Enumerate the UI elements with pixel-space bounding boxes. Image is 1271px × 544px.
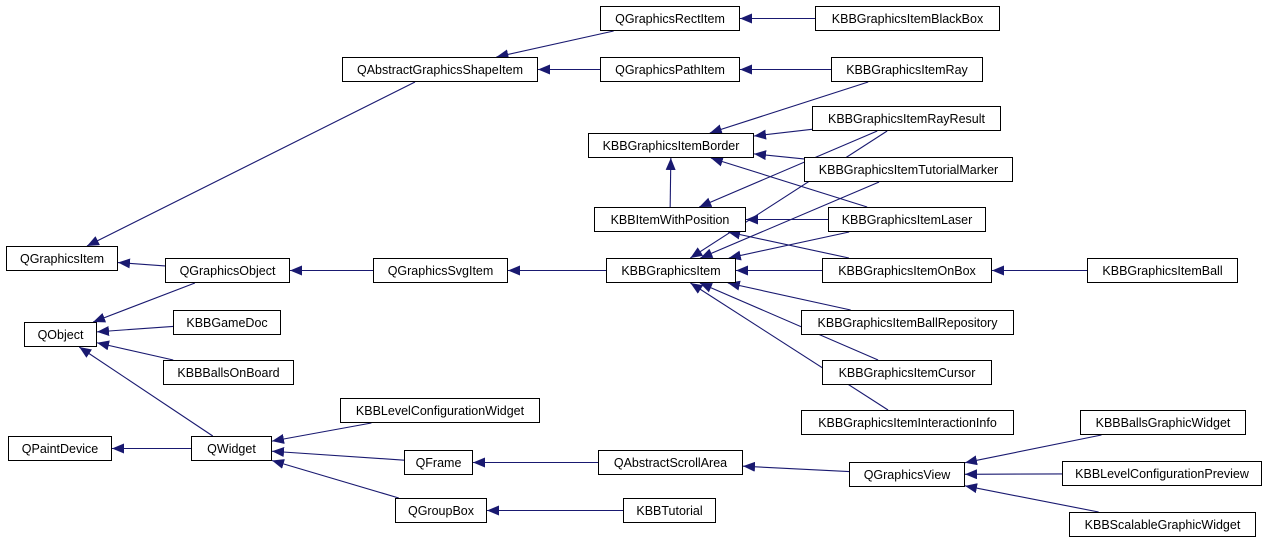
inheritance-edge-q-graphics-rect-item-to-q-abstract-graphics-shape-item bbox=[496, 30, 614, 60]
class-node-kbb-graphics-item[interactable]: KBBGraphicsItem bbox=[606, 258, 736, 283]
class-node-q-widget[interactable]: QWidget bbox=[191, 436, 272, 461]
class-node-kbb-game-doc[interactable]: KBBGameDoc bbox=[173, 310, 281, 335]
inheritance-edge-kbb-scalable-graphic-widget-to-q-graphics-view bbox=[964, 483, 1099, 513]
inheritance-edge-q-frame-to-q-widget bbox=[271, 447, 405, 461]
class-node-kbb-level-configuration-widget[interactable]: KBBLevelConfigurationWidget bbox=[340, 398, 540, 423]
class-node-q-graphics-svg-item[interactable]: QGraphicsSvgItem bbox=[373, 258, 508, 283]
inheritance-edge-q-abstract-graphics-shape-item-to-q-graphics-item bbox=[86, 81, 416, 247]
class-node-q-graphics-rect-item[interactable]: QGraphicsRectItem bbox=[600, 6, 740, 31]
class-node-q-paint-device[interactable]: QPaintDevice bbox=[8, 436, 112, 461]
class-node-kbb-tutorial[interactable]: KBBTutorial bbox=[623, 498, 716, 523]
inheritance-edge-kbb-graphics-item-ray-result-to-kbb-graphics-item-border bbox=[753, 128, 813, 140]
inheritance-edge-kbb-graphics-item-interaction-info-to-kbb-graphics-item bbox=[690, 282, 889, 411]
class-node-q-abstract-graphics-shape-item[interactable]: QAbstractGraphicsShapeItem bbox=[342, 57, 538, 82]
class-node-kbb-graphics-item-border[interactable]: KBBGraphicsItemBorder bbox=[588, 133, 754, 158]
class-node-q-graphics-view[interactable]: QGraphicsView bbox=[849, 462, 965, 487]
inheritance-edge-kbb-graphics-item-ray-result-to-kbb-graphics-item bbox=[690, 130, 888, 259]
class-node-q-abstract-scroll-area[interactable]: QAbstractScrollArea bbox=[598, 450, 743, 475]
inheritance-edge-q-group-box-to-q-widget bbox=[271, 459, 399, 499]
inheritance-edge-kbb-level-configuration-widget-to-q-widget bbox=[271, 422, 372, 444]
inheritance-edge-kbb-graphics-item-ray-result-to-kbb-item-with-position bbox=[699, 130, 878, 208]
inheritance-edge-kbb-item-with-position-to-kbb-graphics-item-border bbox=[665, 157, 676, 208]
inheritance-edge-kbb-graphics-item-tutorial-marker-to-kbb-graphics-item-border bbox=[753, 150, 805, 161]
inheritance-edge-kbb-balls-on-board-to-q-object bbox=[96, 340, 174, 361]
class-node-q-graphics-item[interactable]: QGraphicsItem bbox=[6, 246, 118, 271]
class-node-kbb-graphics-item-interaction-info[interactable]: KBBGraphicsItemInteractionInfo bbox=[801, 410, 1014, 435]
inheritance-edge-kbb-game-doc-to-q-object bbox=[96, 325, 174, 336]
class-node-kbb-graphics-item-ball-repository[interactable]: KBBGraphicsItemBallRepository bbox=[801, 310, 1014, 335]
class-node-kbb-balls-graphic-widget[interactable]: KBBBallsGraphicWidget bbox=[1080, 410, 1246, 435]
inheritance-edge-q-graphics-view-to-q-abstract-scroll-area bbox=[742, 461, 850, 473]
inheritance-edge-q-graphics-object-to-q-graphics-item bbox=[117, 258, 166, 269]
class-node-q-group-box[interactable]: QGroupBox bbox=[395, 498, 487, 523]
inheritance-edge-kbb-graphics-item-ball-repository-to-kbb-graphics-item bbox=[727, 280, 851, 311]
inheritance-edge-kbb-graphics-item-cursor-to-kbb-graphics-item bbox=[699, 282, 879, 361]
class-node-kbb-graphics-item-ball[interactable]: KBBGraphicsItemBall bbox=[1087, 258, 1238, 283]
class-node-kbb-graphics-item-on-box[interactable]: KBBGraphicsItemOnBox bbox=[822, 258, 992, 283]
class-node-kbb-level-configuration-preview[interactable]: KBBLevelConfigurationPreview bbox=[1062, 461, 1262, 486]
class-node-kbb-graphics-item-tutorial-marker[interactable]: KBBGraphicsItemTutorialMarker bbox=[804, 157, 1013, 182]
class-node-q-graphics-path-item[interactable]: QGraphicsPathItem bbox=[600, 57, 740, 82]
inheritance-edge-q-widget-to-q-object bbox=[78, 346, 214, 437]
class-node-kbb-graphics-item-black-box[interactable]: KBBGraphicsItemBlackBox bbox=[815, 6, 1000, 31]
inheritance-edge-kbb-graphics-item-ray-to-kbb-graphics-item-border bbox=[709, 81, 869, 135]
class-node-kbb-graphics-item-ray[interactable]: KBBGraphicsItemRay bbox=[831, 57, 983, 82]
class-node-kbb-scalable-graphic-widget[interactable]: KBBScalableGraphicWidget bbox=[1069, 512, 1256, 537]
inheritance-edge-q-graphics-object-to-q-object bbox=[92, 282, 196, 323]
class-node-q-object[interactable]: QObject bbox=[24, 322, 97, 347]
class-node-q-frame[interactable]: QFrame bbox=[404, 450, 473, 475]
inheritance-edge-kbb-graphics-item-laser-to-kbb-graphics-item-border bbox=[710, 156, 868, 208]
class-node-q-graphics-object[interactable]: QGraphicsObject bbox=[165, 258, 290, 283]
class-node-kbb-item-with-position[interactable]: KBBItemWithPosition bbox=[594, 207, 746, 232]
inheritance-edge-kbb-balls-graphic-widget-to-q-graphics-view bbox=[964, 434, 1102, 466]
class-node-kbb-graphics-item-ray-result[interactable]: KBBGraphicsItemRayResult bbox=[812, 106, 1001, 131]
class-node-kbb-graphics-item-laser[interactable]: KBBGraphicsItemLaser bbox=[828, 207, 986, 232]
class-node-kbb-balls-on-board[interactable]: KBBBallsOnBoard bbox=[163, 360, 294, 385]
class-node-kbb-graphics-item-cursor[interactable]: KBBGraphicsItemCursor bbox=[822, 360, 992, 385]
inheritance-edge-kbb-graphics-item-on-box-to-kbb-item-with-position bbox=[727, 229, 850, 259]
